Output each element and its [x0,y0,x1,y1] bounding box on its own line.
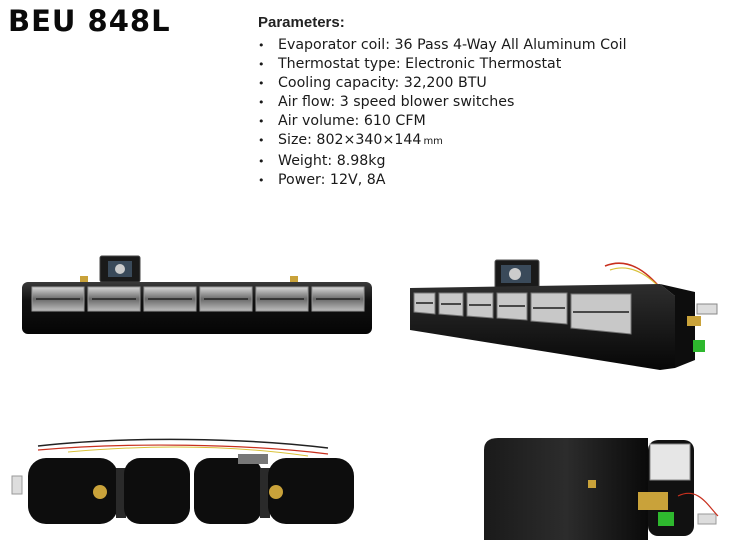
parameter-text: Evaporator coil: 36 Pass 4-Way All Alumi… [278,37,627,53]
parameter-text: Air volume: 610 CFM [278,113,426,130]
bullet-icon: • [258,77,265,91]
parameter-item: • Air volume: 610 CFM [258,112,728,131]
parameter-text: Cooling capacity: 32,200 BTU [278,75,487,92]
evaporator-side-image [484,438,719,540]
bullet-icon: • [258,134,265,148]
parameters-heading: Parameters: [258,14,345,31]
parameter-item: • Cooling capacity: 32,200 BTU [258,74,728,93]
evaporator-angled-image [410,259,718,370]
photo-front-view [20,250,375,336]
bullet-icon: • [258,154,265,168]
photo-blower-assembly [8,436,360,530]
parameter-unit: mm [423,136,443,148]
parameter-text: Size: 802×340×144 [278,132,422,149]
parameters-list: • Evaporator coil: 36 Pass 4-Way All Alum… [258,36,728,190]
parameter-text: Air flow: 3 speed blower switches [278,94,515,111]
parameter-item: • Evaporator coil: 36 Pass 4-Way All Alum… [258,36,728,55]
evaporator-front-image [22,255,372,334]
photo-angled-view [405,256,735,372]
parameter-item: • Thermostat type: Electronic Thermostat [258,55,728,74]
bullet-icon: • [258,96,265,110]
parameter-item: • Power: 12V, 8A [258,171,728,190]
bullet-icon: • [258,115,265,129]
photo-side-view [478,436,728,542]
parameters-panel: Parameters: • Evaporator coil: 36 Pass 4-… [258,14,728,190]
bullet-icon: • [258,58,265,72]
model-title: BEU 848L [8,4,171,38]
parameter-text: Power: 12V, 8A [278,171,386,188]
parameter-text: Thermostat type: Electronic Thermostat [278,56,562,73]
parameter-text: Weight: 8.98kg [278,152,386,169]
bullet-icon: • [258,173,265,187]
parameter-item: • Air flow: 3 speed blower switches [258,93,728,112]
bullet-icon: • [258,39,265,52]
blower-assembly-image [11,438,354,524]
parameter-item: • Weight: 8.98kg [258,152,728,171]
